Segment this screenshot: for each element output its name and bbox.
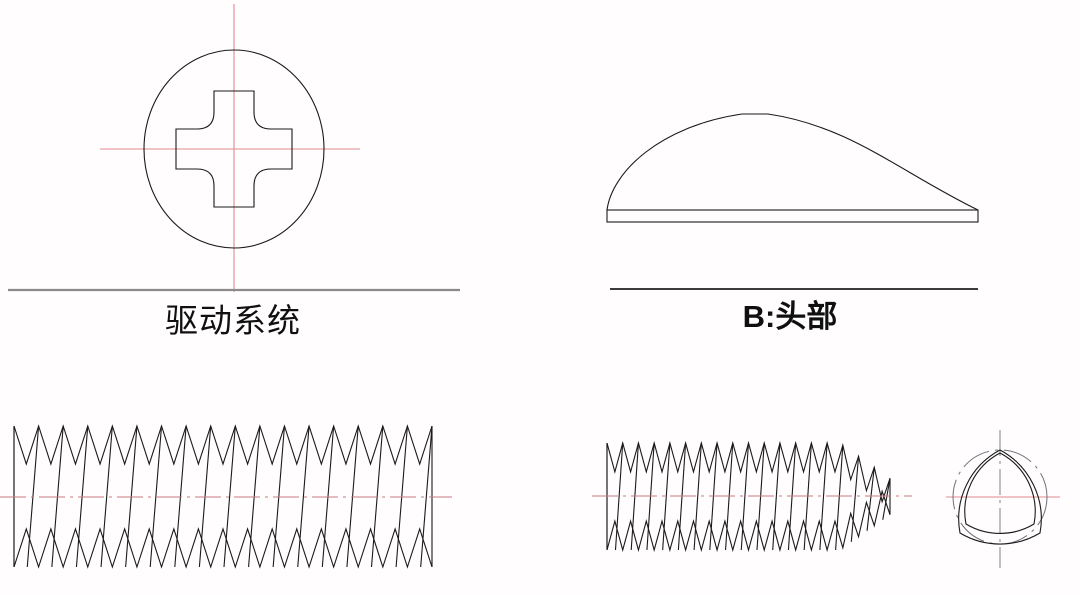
thread-segment <box>850 456 860 542</box>
thread-segment <box>693 442 702 551</box>
drive-system-caption: 驱动系统 <box>165 304 301 340</box>
thread-segment <box>13 424 433 466</box>
head-flange-rect <box>606 209 979 223</box>
thread-segment <box>13 527 433 569</box>
lobular-inner-triangle <box>964 452 1036 534</box>
thread-segment <box>882 478 891 520</box>
head-caption: B:头部 <box>742 299 838 334</box>
screw-head-outline-ellipse <box>143 49 325 249</box>
thread-segment <box>149 425 163 568</box>
head-dome-arc <box>606 113 979 211</box>
trilobular-section-panel <box>946 430 1060 568</box>
thread-segment <box>835 445 844 551</box>
thread-segment <box>772 442 781 551</box>
head-profile-panel <box>606 113 979 290</box>
thread-segment <box>819 442 828 551</box>
thread-segment <box>662 442 671 551</box>
thread-segment <box>420 425 433 568</box>
thread-segment <box>223 425 236 568</box>
drive-system-panel <box>8 4 460 292</box>
thread-segment <box>100 425 113 568</box>
thread-segment <box>370 425 384 568</box>
fine-thread-panel <box>592 440 912 553</box>
thread-segment <box>297 425 310 568</box>
thread-segment <box>866 467 875 531</box>
thread-segment <box>606 440 891 504</box>
thread-segment <box>614 442 624 551</box>
thread-segment <box>740 442 750 551</box>
lobular-outer-triangle <box>958 449 1042 545</box>
phillips-cross-recess <box>175 90 293 208</box>
thread-segment <box>606 489 891 553</box>
coarse-thread-panel <box>0 424 452 569</box>
